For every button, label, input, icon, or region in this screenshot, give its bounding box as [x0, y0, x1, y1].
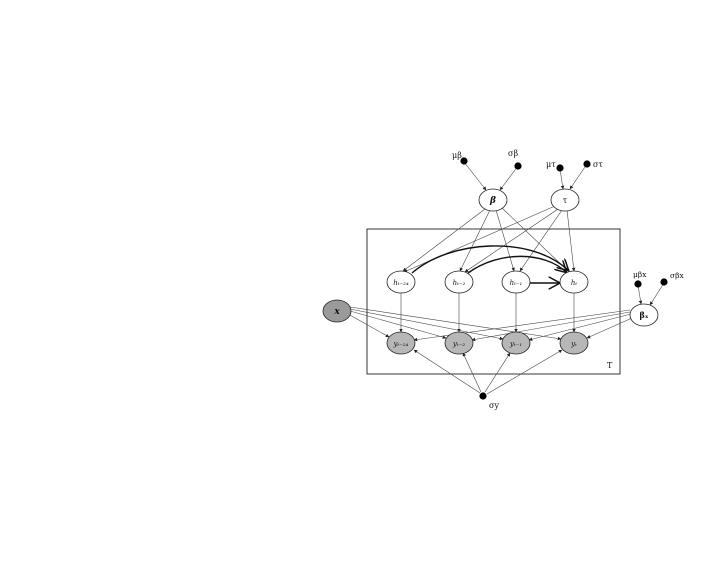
h-t-minus-24-node: hₜ₋₂₄ — [386, 270, 416, 294]
mu-beta-x-node — [634, 280, 642, 288]
temporal-edges — [411, 245, 568, 283]
sigma-y-label: σy — [489, 401, 499, 410]
x-label: x — [333, 307, 340, 317]
h-t-minus-2-node: hₜ₋₂ — [444, 270, 474, 294]
beta-node: β — [478, 188, 508, 212]
tau-node: τ — [550, 188, 580, 212]
sigma-beta-label: σβ — [508, 149, 518, 158]
y-t-minus-2-node: yₜ₋₂ — [444, 331, 474, 355]
beta-label: β — [489, 196, 496, 206]
h-t-minus-24-label: hₜ₋₂₄ — [393, 279, 409, 287]
beta-x-node: βₓ — [629, 303, 659, 327]
tau-label: τ — [563, 196, 568, 205]
hyperparameter-edges — [463, 161, 665, 306]
sigma-beta-x-label: σβx — [670, 271, 684, 280]
mu-tau-label: μτ — [546, 160, 556, 169]
beta-x-label: βₓ — [639, 310, 648, 320]
plate-label: T — [607, 361, 613, 370]
sigma-tau-node — [583, 160, 591, 168]
mu-tau-node — [556, 164, 564, 172]
noise-to-observed-edges — [413, 349, 563, 395]
y-t-node: yₜ — [559, 331, 589, 355]
h-t-node: hₜ — [559, 270, 589, 294]
sigma-beta-x-node — [660, 278, 668, 286]
y-t-minus-24-node: yₜ₋₂₄ — [386, 331, 416, 355]
covariate-to-observed-edges — [347, 306, 562, 341]
x-node: x — [322, 299, 352, 323]
y-t-minus-24-label: yₜ₋₂₄ — [393, 340, 409, 348]
y-t-minus-1-label: yₜ₋₁ — [509, 340, 522, 348]
latent-to-observed-edges — [399, 293, 576, 333]
h-t-minus-2-label: hₜ₋₂ — [453, 279, 466, 287]
sigma-y-node — [479, 392, 487, 400]
h-t-label: hₜ — [571, 279, 578, 287]
plate-T — [366, 228, 621, 375]
sigma-tau-label: στ — [593, 160, 603, 169]
mu-beta-label: μβ — [452, 151, 462, 160]
y-t-label: yₜ — [570, 340, 577, 348]
sigma-beta-node — [514, 162, 522, 170]
y-t-minus-2-label: yₜ₋₂ — [452, 340, 465, 348]
y-t-minus-1-node: yₜ₋₁ — [501, 331, 531, 355]
mu-beta-x-label: μβx — [633, 270, 647, 279]
mu-beta-node — [460, 157, 468, 165]
h-t-minus-1-node: hₜ₋₁ — [501, 270, 531, 294]
h-t-minus-1-label: hₜ₋₁ — [510, 279, 523, 287]
